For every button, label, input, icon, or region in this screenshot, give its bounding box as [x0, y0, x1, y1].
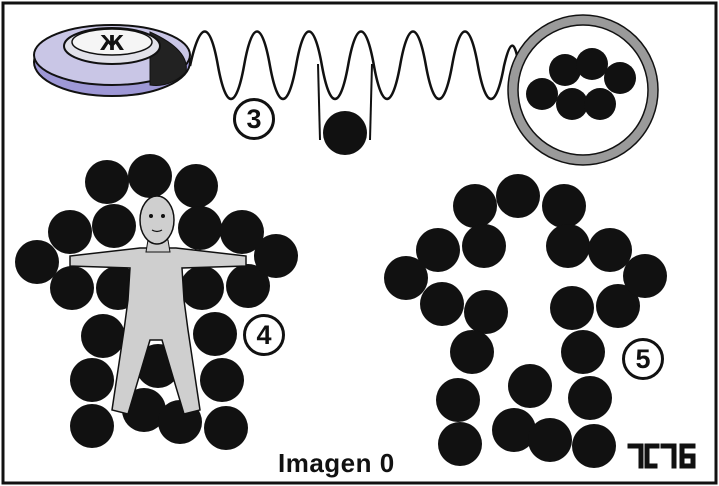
- panel-5-balls: [384, 174, 667, 468]
- ball-pendulum-icon: [317, 63, 373, 155]
- panel-3-label: 3: [233, 98, 275, 140]
- disc-icon: Ж: [33, 24, 191, 97]
- disc-symbol: Ж: [100, 31, 125, 55]
- panel-5-label: 5: [622, 338, 664, 380]
- panel-4-balls: [15, 154, 298, 450]
- human-figure-icon: [69, 195, 247, 415]
- corner-glyphs-icon: [627, 443, 696, 469]
- panel-4-label: 4: [243, 314, 285, 356]
- spring-icon: [188, 30, 520, 101]
- image-caption: Imagen 0: [278, 448, 395, 478]
- ring-icon: [507, 14, 659, 166]
